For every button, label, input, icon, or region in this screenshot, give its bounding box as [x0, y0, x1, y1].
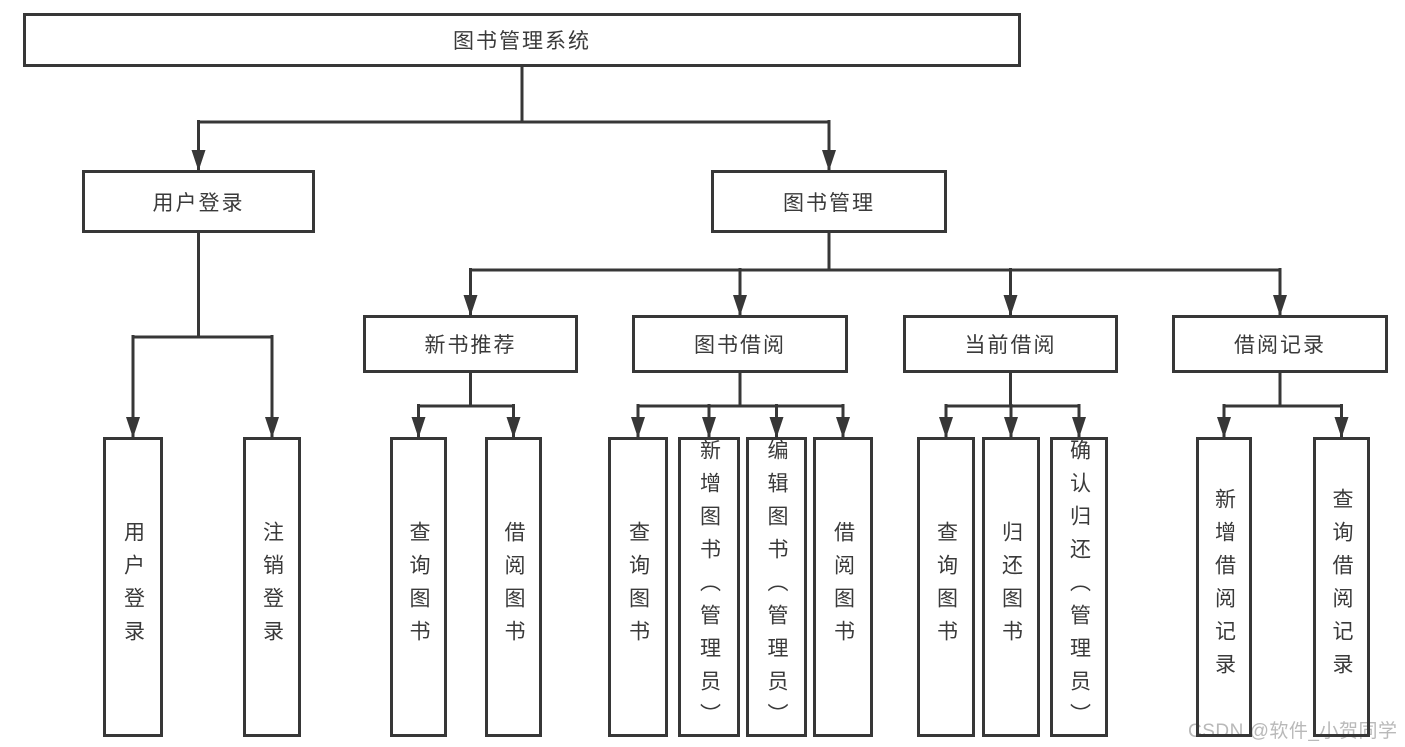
- leaf-label: 查询图书: [407, 521, 430, 653]
- node-current-borrowing: 当前借阅: [903, 315, 1118, 373]
- leaf-edit-books-admin: 编辑图书（管理员）: [746, 437, 807, 737]
- leaf-add-borrow-record: 新增借阅记录: [1196, 437, 1252, 737]
- leaf-confirm-return-admin: 确认归还（管理员）: [1050, 437, 1108, 737]
- leaf-borrow-books-1: 借阅图书: [485, 437, 542, 737]
- leaf-label: 新增图书（管理员）: [697, 438, 721, 736]
- node-book-borrowing: 图书借阅: [632, 315, 848, 373]
- leaf-query-borrow-record: 查询借阅记录: [1313, 437, 1370, 737]
- node-book-management: 图书管理: [711, 170, 947, 233]
- leaf-label: 注销登录: [260, 521, 284, 653]
- leaf-label: 新增借阅记录: [1212, 488, 1236, 686]
- leaf-query-books-3: 查询图书: [917, 437, 975, 737]
- leaf-label: 用户登录: [121, 521, 145, 653]
- leaf-label: 编辑图书（管理员）: [765, 438, 788, 736]
- leaf-label: 归还图书: [999, 521, 1023, 653]
- leaf-label: 借阅图书: [831, 521, 855, 653]
- csdn-watermark: CSDN @软件_小贺同学: [1188, 721, 1398, 742]
- leaf-query-books-2: 查询图书: [608, 437, 668, 737]
- leaf-add-books-admin: 新增图书（管理员）: [678, 437, 740, 737]
- leaf-borrow-books-2: 借阅图书: [813, 437, 873, 737]
- leaf-user-login: 用户登录: [103, 437, 163, 737]
- leaf-label: 查询图书: [934, 521, 958, 653]
- leaf-query-books-1: 查询图书: [390, 437, 447, 737]
- leaf-logout: 注销登录: [243, 437, 301, 737]
- leaf-label: 查询借阅记录: [1330, 488, 1353, 686]
- node-user-login: 用户登录: [82, 170, 315, 233]
- node-borrowing-records: 借阅记录: [1172, 315, 1388, 373]
- node-root: 图书管理系统: [23, 13, 1021, 67]
- leaf-label: 借阅图书: [502, 521, 525, 653]
- leaf-label: 确认归还（管理员）: [1067, 438, 1091, 736]
- node-new-book-recommend: 新书推荐: [363, 315, 578, 373]
- leaf-return-books: 归还图书: [982, 437, 1040, 737]
- leaf-label: 查询图书: [626, 521, 650, 653]
